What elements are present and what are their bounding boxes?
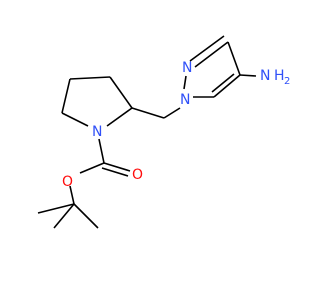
bond-n1-n2: [183, 75, 187, 90]
bond-tbu-me2: [53, 203, 75, 229]
pyrrolidine-ring: [61, 76, 133, 127]
bond-carbonyl-o: [103, 162, 131, 172]
bond-n1-ch2: [163, 107, 181, 119]
atom-n-amine: N: [260, 68, 270, 84]
molecule-structure: N N N H 2 N O O: [37, 35, 290, 229]
atom-n-pyrazole-2: N: [182, 60, 192, 76]
boc-group: [37, 138, 131, 229]
bond-n-c2: [106, 107, 133, 127]
bond-n2-c3-double: [189, 35, 225, 62]
bond-c4-c5: [213, 74, 241, 98]
bond-c4-c5-double: [211, 73, 235, 93]
bond-n-carbonyl: [98, 138, 105, 164]
atom-h-amine-subscript: 2: [284, 76, 290, 87]
bond-tbu-me3: [37, 203, 75, 214]
atom-n-pyrazole-1: N: [180, 92, 190, 108]
bond-c4p-c5p: [61, 78, 71, 114]
bond-c3p-c4p: [69, 76, 111, 80]
atom-o-carbonyl: O: [132, 167, 143, 183]
pyrazole-ring: [183, 35, 257, 98]
atom-h-amine: H: [274, 68, 285, 84]
bond-carbonyl-oester: [79, 162, 105, 174]
bond-c3-c4: [227, 41, 241, 76]
bond-c4-nh2: [239, 74, 257, 77]
bond-carbonyl-o-double: [101, 167, 129, 177]
bond-ch2-c2: [131, 107, 165, 119]
atom-n-pyrrolidine: N: [92, 124, 102, 140]
bond-oester-tbu: [69, 185, 75, 205]
bond-c2-c3p: [109, 76, 133, 109]
atom-o-ester: O: [62, 174, 73, 190]
bond-tbu-me1: [73, 203, 99, 229]
bond-c5p-n: [61, 112, 89, 127]
bond-n2-c3: [194, 41, 229, 68]
methylene-linker: [131, 107, 181, 119]
